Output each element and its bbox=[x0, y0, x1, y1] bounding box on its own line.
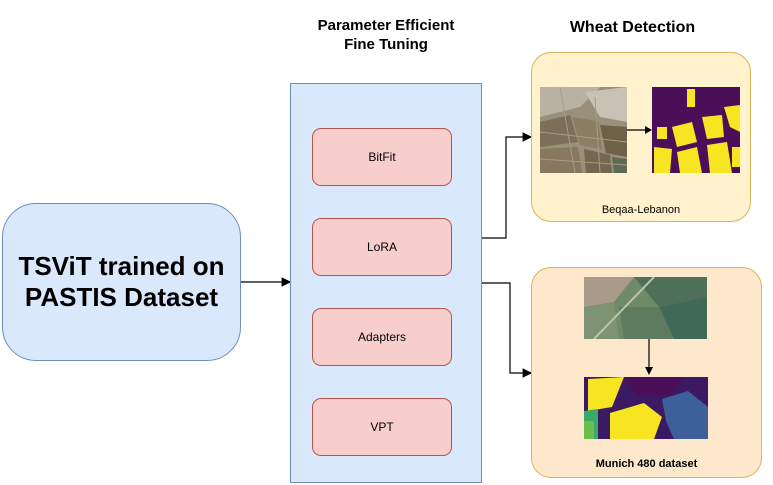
munich-label: Munich 480 dataset bbox=[595, 458, 698, 470]
wheat-detection-title: Wheat Detection bbox=[569, 19, 696, 36]
peft-title: Parameter Efficient Fine Tuning bbox=[317, 17, 455, 53]
beqaa-inner-arrow bbox=[627, 126, 652, 134]
arrow-peft-to-beqaa bbox=[482, 132, 533, 239]
munich-wheat-mask bbox=[584, 377, 708, 439]
beqaa-label: Beqaa-Lebanon bbox=[601, 204, 681, 216]
source-model-box[interactable]: TSViT trained on PASTIS Dataset bbox=[2, 203, 241, 361]
method-lora[interactable]: LoRA bbox=[312, 218, 452, 276]
method-adapters[interactable]: Adapters bbox=[312, 308, 452, 366]
method-vpt[interactable]: VPT bbox=[312, 398, 452, 456]
source-model-label: TSViT trained on PASTIS Dataset bbox=[18, 251, 225, 312]
method-bitfit[interactable]: BitFit bbox=[312, 128, 452, 186]
munich-inner-arrow bbox=[645, 339, 653, 375]
arrow-peft-to-munich bbox=[482, 282, 533, 378]
munich-satellite-image bbox=[584, 277, 707, 339]
beqaa-satellite-image bbox=[540, 87, 627, 173]
beqaa-wheat-mask bbox=[652, 87, 740, 173]
